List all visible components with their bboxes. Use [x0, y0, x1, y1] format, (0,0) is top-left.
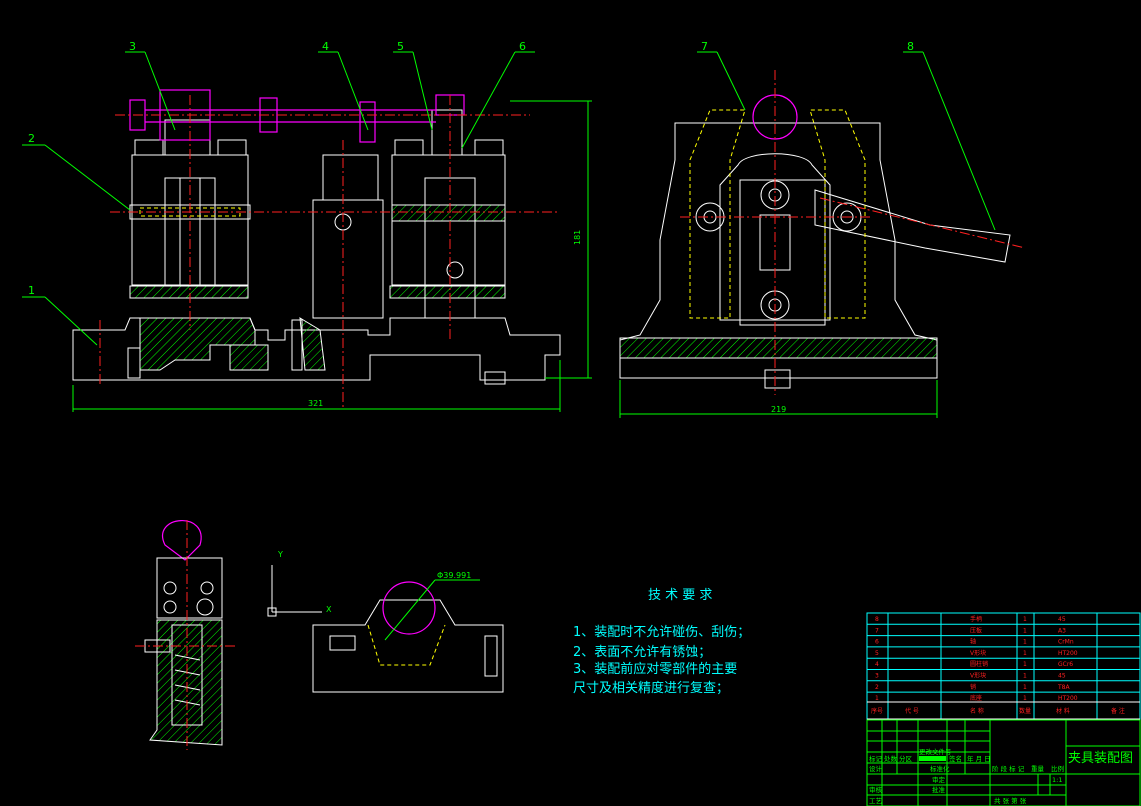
label-mark: 标记 [869, 754, 883, 763]
balloon-1: 1 [28, 284, 35, 297]
header-no: 序号 [871, 707, 883, 715]
label-approve: 批准 [932, 785, 946, 794]
title-block: 标记 处数 分区 更改文件号 签名 年 月 日 设计 标准化 审核 工艺 审定 … [866, 719, 1141, 806]
tech-heading: 技 术 要 求 [648, 588, 712, 603]
parts-cell-qty: 1 [1023, 673, 1027, 680]
parts-cell-no: 8 [875, 616, 879, 623]
parts-cell-name: 圆柱销 [970, 660, 988, 668]
header-name: 名 称 [970, 707, 984, 715]
parts-cell-name: 轴 [970, 638, 976, 646]
parts-cell-qty: 1 [1023, 627, 1027, 634]
parts-cell-qty: 1 [1023, 650, 1027, 657]
balloon-4: 4 [322, 40, 329, 53]
dim-front-width: 321 [308, 399, 323, 408]
scale-value: 1:1 [1052, 776, 1062, 784]
ucs-y-label: Y [277, 550, 283, 559]
parts-cell-material: GCr6 [1058, 661, 1073, 668]
label-check: 审核 [869, 785, 883, 794]
parts-cell-qty: 1 [1023, 684, 1027, 691]
parts-cell-name: 压板 [970, 626, 982, 634]
label-count: 处数 [884, 754, 898, 763]
label-stage-mark: 阶 段 标 记 [992, 764, 1025, 773]
parts-cell-qty: 1 [1023, 616, 1027, 623]
dim-side-width: 219 [771, 405, 786, 414]
header-qty: 数量 [1019, 707, 1031, 715]
parts-cell-material: 45 [1058, 673, 1066, 680]
dim-front-height: 181 [573, 230, 582, 245]
parts-cell-material: T8A [1057, 684, 1070, 691]
parts-cell-no: 4 [875, 661, 879, 668]
parts-cell-no: 5 [875, 650, 879, 657]
parts-cell-material: A3 [1058, 627, 1066, 634]
label-date: 年 月 日 [967, 754, 991, 763]
balloons: 3 4 5 6 7 8 2 1 [22, 40, 996, 346]
parts-cell-no: 2 [875, 684, 879, 691]
balloon-6: 6 [519, 40, 526, 53]
parts-cell-qty: 1 [1023, 639, 1027, 646]
balloon-5: 5 [397, 40, 404, 53]
parts-cell-name: V形块 [970, 649, 986, 657]
label-design: 设计 [869, 764, 883, 773]
parts-cell-name: 销 [970, 683, 976, 691]
label-scale: 比例 [1051, 764, 1064, 773]
top-detail-view: Y X Φ39.991 [267, 550, 504, 693]
parts-cell-name: 手柄 [970, 615, 982, 623]
label-weight: 重量 [1031, 765, 1045, 773]
front-view: 321 181 [72, 89, 592, 412]
ucs-x-label: X [326, 605, 332, 614]
balloon-7: 7 [701, 40, 708, 53]
parts-cell-no: 6 [875, 639, 879, 646]
tech-line-2: 2、表面不允许有锈蚀； [573, 644, 711, 660]
parts-cell-no: 7 [875, 627, 879, 634]
tech-line-3: 3、装配前应对零部件的主要 [573, 661, 737, 677]
parts-cell-material: HT200 [1058, 650, 1078, 657]
label-process: 工艺 [869, 797, 883, 805]
label-change-doc: 更改文件号 [919, 747, 952, 756]
label-zone: 分区 [899, 754, 913, 763]
parts-cell-material: HT200 [1058, 695, 1078, 702]
parts-cell-material: CrMn [1058, 639, 1074, 646]
dim-diameter: Φ39.991 [437, 571, 471, 580]
label-standard: 标准化 [930, 764, 950, 773]
parts-cell-qty: 1 [1023, 695, 1027, 702]
parts-cell-qty: 1 [1023, 661, 1027, 668]
section-view [135, 520, 235, 750]
balloon-2: 2 [28, 132, 35, 145]
header-note: 备 注 [1111, 707, 1125, 715]
balloon-3: 3 [129, 40, 136, 53]
parts-cell-name: 底座 [970, 694, 982, 702]
parts-cell-no: 1 [875, 695, 879, 702]
tech-line-4: 尺寸及相关精度进行复查； [573, 680, 729, 696]
balloon-8: 8 [907, 40, 914, 53]
drawing-title: 夹具装配图 [1068, 751, 1133, 766]
header-code: 代 号 [905, 707, 919, 715]
label-sheets: 共 张 第 张 [994, 796, 1027, 805]
parts-cell-name: V形块 [970, 672, 986, 680]
tech-line-1: 1、装配时不允许碰伤、刮伤； [573, 624, 750, 640]
parts-cell-material: 45 [1058, 616, 1066, 623]
header-material: 材 料 [1056, 707, 1070, 715]
parts-cell-no: 3 [875, 673, 879, 680]
label-review: 审定 [932, 775, 946, 784]
tech-requirements: 技 术 要 求 1、装配时不允许碰伤、刮伤； 2、表面不允许有锈蚀； 3、装配前… [573, 588, 750, 696]
label-signature: 签名 [949, 754, 962, 763]
side-view: 219 [619, 70, 1026, 418]
